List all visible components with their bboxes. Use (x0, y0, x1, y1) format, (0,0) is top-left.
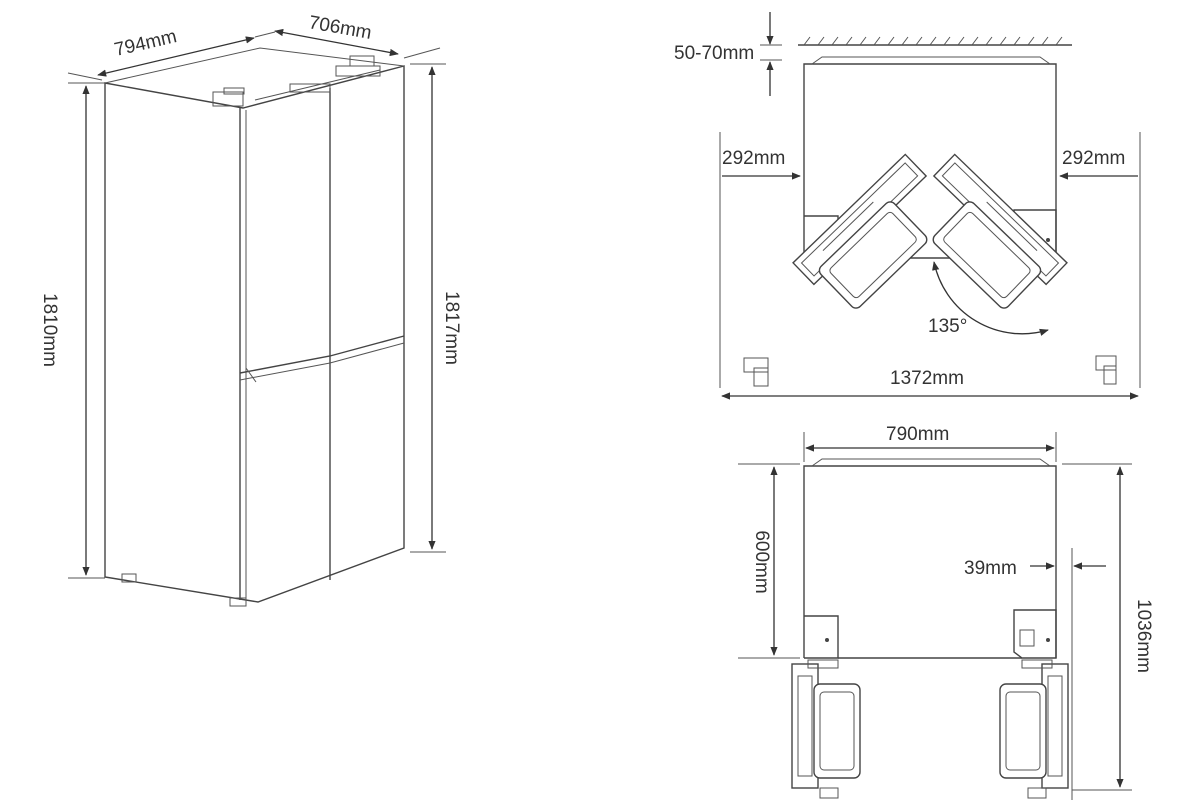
wall (798, 36, 1072, 46)
depth-label: 794mm (112, 26, 178, 61)
right-door-hinge (1095, 355, 1117, 385)
dimension-wall-gap: 50-70mm (674, 12, 782, 96)
total-width-label: 1372mm (890, 368, 964, 389)
dimension-depth-600: 600mm (738, 463, 800, 659)
dimension-right-clearance: 292mm (1059, 132, 1141, 388)
dimension-width-790: 790mm (803, 424, 1057, 462)
right-door-90 (999, 659, 1069, 799)
wall-gap-label: 50-70mm (674, 43, 754, 64)
side-gap-label: 39mm (964, 558, 1017, 579)
left-door-90 (791, 659, 861, 799)
height-label: 1810mm (39, 293, 60, 367)
dimension-width: 706mm (274, 12, 441, 59)
top-view-doors-90: 790mm (738, 424, 1154, 800)
dimension-depth: 794mm (67, 26, 276, 81)
dimension-side-gap: 39mm (964, 548, 1106, 800)
perspective-view: 794mm 706mm 1810mm 1817mm (39, 12, 462, 607)
left-open-door (792, 153, 928, 309)
width-790-label: 790mm (886, 424, 949, 445)
dimension-total-width: 1372mm (721, 368, 1139, 400)
dimension-total-height: 1817mm (410, 63, 462, 553)
dimension-total-depth: 1036mm (1062, 463, 1154, 791)
left-door-hinge (743, 357, 769, 387)
fridge-body (104, 47, 405, 607)
depth-600-label: 600mm (751, 530, 772, 593)
dimension-height: 1810mm (39, 82, 105, 579)
total-depth-label: 1036mm (1133, 599, 1154, 673)
total-height-label: 1817mm (441, 291, 462, 365)
angle-indicator: 135° (928, 261, 1049, 337)
left-clearance-label: 292mm (722, 148, 785, 169)
dimension-left-clearance: 292mm (719, 132, 801, 388)
right-clearance-label: 292mm (1062, 148, 1125, 169)
top-view-doors-open: 50-70mm (674, 12, 1141, 400)
angle-label: 135° (928, 316, 967, 337)
cabinet-top-90 (803, 458, 1057, 659)
